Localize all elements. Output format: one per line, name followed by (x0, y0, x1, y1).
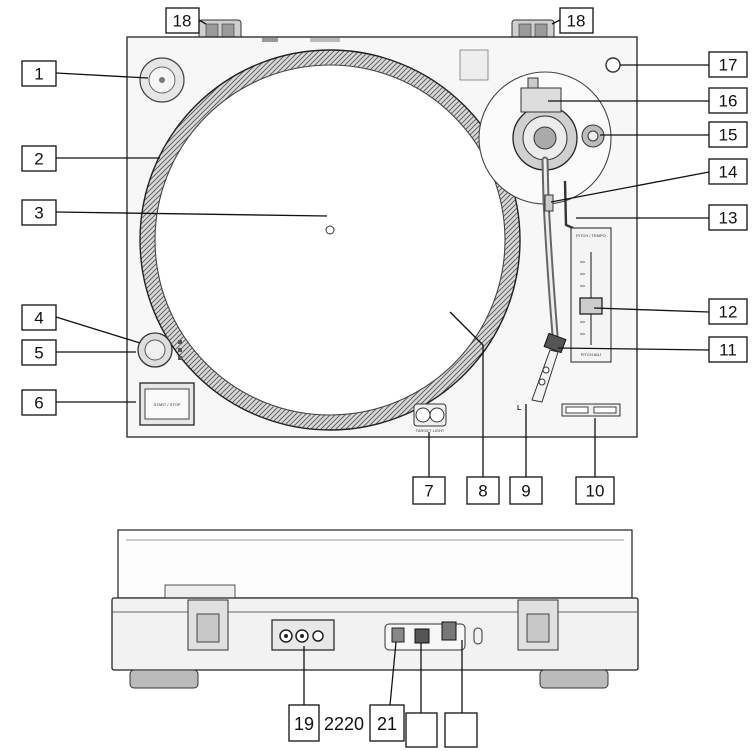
callout-8: 8 (466, 476, 500, 505)
callout-blank-1 (405, 712, 438, 748)
callout-blank-2 (444, 712, 478, 748)
target-light-text: TARGET LIGHT (416, 428, 445, 433)
callout-label: 17 (719, 56, 738, 75)
tonearm-clip (544, 194, 554, 212)
rca-output-panel (271, 619, 335, 651)
target-light-buttons: TARGET LIGHT (413, 403, 447, 433)
callout-7: 7 (412, 476, 446, 505)
pitch-bottom-text: PITCH ADJ (581, 352, 601, 357)
callout-5: 5 (21, 339, 57, 366)
headshell (531, 332, 567, 403)
callout-label: 21 (377, 714, 397, 734)
callout-label: 7 (424, 482, 433, 501)
rear-hinge-right (517, 599, 559, 651)
rear-view (111, 529, 639, 689)
start-stop-text: START / STOP (154, 402, 181, 407)
callout-label: 16 (719, 92, 738, 111)
callout-label: 18 (567, 12, 586, 31)
callout-label: 1 (34, 65, 43, 84)
counterweight (520, 77, 562, 113)
foot-right (539, 669, 609, 689)
callout-label: 13 (719, 209, 738, 228)
callout-label: 2220 (324, 714, 364, 734)
pitch-top-text: PITCH / TEMPO (576, 233, 605, 238)
callout-label: 19 (294, 714, 314, 734)
callout-label: 3 (34, 204, 43, 223)
callout-11: 11 (708, 336, 748, 363)
start-stop-button: START / STOP (139, 382, 195, 426)
spindle (325, 225, 335, 235)
callout-13: 13 (708, 204, 748, 231)
callout-3: 3 (21, 199, 57, 226)
callout-label: 18 (173, 12, 192, 31)
pitch-control-panel: PITCH / TEMPO PITCH ADJ (570, 227, 612, 363)
callout-1: 1 (21, 60, 57, 87)
callout-label: 9 (521, 482, 530, 501)
cue-light (605, 57, 621, 73)
callout-label: 12 (719, 303, 738, 322)
callout-15: 15 (708, 121, 748, 148)
rear-connector-panel (384, 621, 483, 651)
callout-4: 4 (21, 304, 57, 331)
brand-mark: L (517, 405, 522, 412)
45-rpm-adapter (139, 57, 185, 103)
callout-19: 19 (288, 704, 320, 742)
foot-left (129, 669, 199, 689)
callout-12: 12 (708, 298, 748, 325)
anti-skate-dial (581, 124, 605, 148)
callout-18-left: 18 (165, 7, 200, 34)
callout-label: 2 (34, 150, 43, 169)
callout-2: 2 (21, 145, 57, 172)
rear-hinge-left (187, 599, 229, 651)
callout-label: 6 (34, 394, 43, 413)
callout-label: 5 (34, 344, 43, 363)
callout-label: 4 (34, 309, 43, 328)
pitch-range-buttons (561, 403, 621, 417)
callout-17: 17 (708, 51, 748, 78)
callout-label: 15 (719, 126, 738, 145)
tonearm-base (478, 71, 612, 205)
callout-label: 10 (586, 482, 605, 501)
callout-10: 10 (575, 476, 615, 505)
callout-label: 11 (719, 341, 737, 360)
pitch-slider (579, 297, 603, 315)
chassis-rear (111, 597, 639, 671)
callout-9: 9 (509, 476, 543, 505)
callout-21: 21 (369, 704, 405, 742)
callout-14: 14 (708, 158, 748, 185)
speed-select-knob (137, 332, 173, 368)
top-view: START / STOP TARGET LIGHT (126, 19, 638, 438)
platter (139, 49, 521, 431)
cue-lever (563, 180, 574, 230)
callout-2220: 2220 (324, 714, 364, 734)
callout-label: 8 (478, 482, 487, 501)
leader-lines (55, 19, 710, 713)
callout-18-right: 18 (559, 7, 594, 34)
callout-16: 16 (708, 87, 748, 114)
callout-label: 14 (719, 163, 738, 182)
callout-6: 6 (21, 389, 57, 416)
